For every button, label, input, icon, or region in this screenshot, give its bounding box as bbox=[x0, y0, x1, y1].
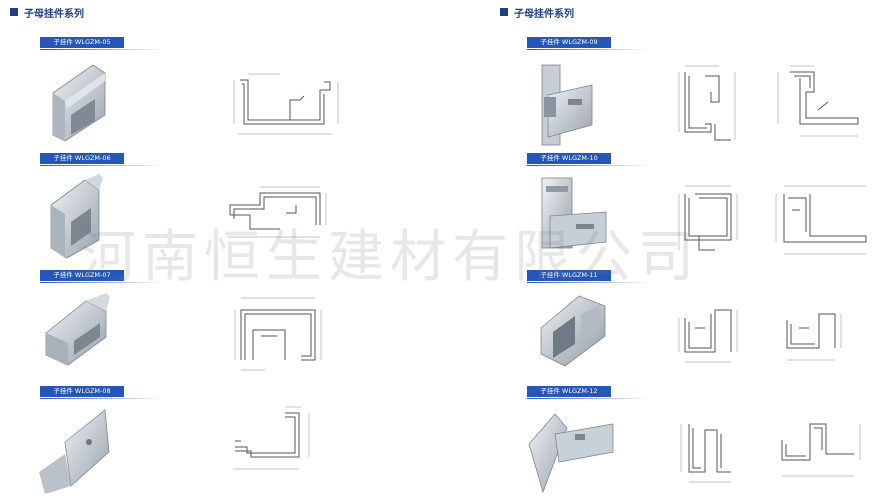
product-photo-wlgzm-09 bbox=[541, 64, 593, 146]
technical-drawing-wlgzm-11-a bbox=[678, 309, 738, 363]
product-photo-wlgzm-11 bbox=[540, 295, 606, 367]
product-label-wlgzm-12: 子挂件 WLGZM-12 bbox=[527, 386, 651, 399]
technical-drawing-wlgzm-09-b bbox=[777, 65, 859, 137]
technical-drawing-wlgzm-09-a bbox=[678, 65, 736, 141]
technical-drawing-wlgzm-11-b bbox=[786, 313, 842, 361]
technical-drawing-wlgzm-10-b bbox=[775, 185, 867, 255]
product-label-wlgzm-08: 子挂件 WLGZM-08 bbox=[40, 386, 164, 399]
bullet-square-icon bbox=[500, 8, 508, 16]
bullet-square-icon bbox=[10, 8, 18, 16]
product-label-wlgzm-11: 子挂件 WLGZM-11 bbox=[527, 270, 651, 283]
section-title-right: 子母挂件系列 bbox=[500, 4, 574, 20]
technical-drawing-wlgzm-06 bbox=[228, 186, 327, 238]
technical-drawing-wlgzm-10-a bbox=[678, 185, 738, 251]
technical-drawing-wlgzm-12-a bbox=[680, 424, 731, 483]
section-title-text: 子母挂件系列 bbox=[514, 8, 574, 20]
product-photo-wlgzm-05 bbox=[52, 64, 106, 142]
product-photo-wlgzm-08 bbox=[39, 409, 110, 494]
product-label-wlgzm-06: 子挂件 WLGZM-06 bbox=[40, 153, 164, 166]
technical-drawing-wlgzm-07 bbox=[234, 297, 322, 371]
product-photo-wlgzm-07 bbox=[45, 293, 110, 366]
product-label-wlgzm-09: 子挂件 WLGZM-09 bbox=[527, 37, 651, 50]
product-label-wlgzm-10: 子挂件 WLGZM-10 bbox=[527, 153, 651, 166]
product-photo-wlgzm-12 bbox=[528, 413, 614, 494]
product-label-wlgzm-05: 子挂件 WLGZM-05 bbox=[40, 37, 164, 50]
product-photo-wlgzm-10 bbox=[541, 177, 607, 249]
product-label-wlgzm-07: 子挂件 WLGZM-07 bbox=[40, 270, 164, 283]
section-title-left: 子母挂件系列 bbox=[10, 4, 84, 20]
product-photo-wlgzm-06 bbox=[50, 174, 103, 259]
technical-drawing-wlgzm-12-b bbox=[781, 423, 861, 477]
section-title-text: 子母挂件系列 bbox=[24, 8, 84, 20]
technical-drawing-wlgzm-08 bbox=[233, 406, 310, 470]
technical-drawing-wlgzm-05 bbox=[233, 73, 339, 135]
